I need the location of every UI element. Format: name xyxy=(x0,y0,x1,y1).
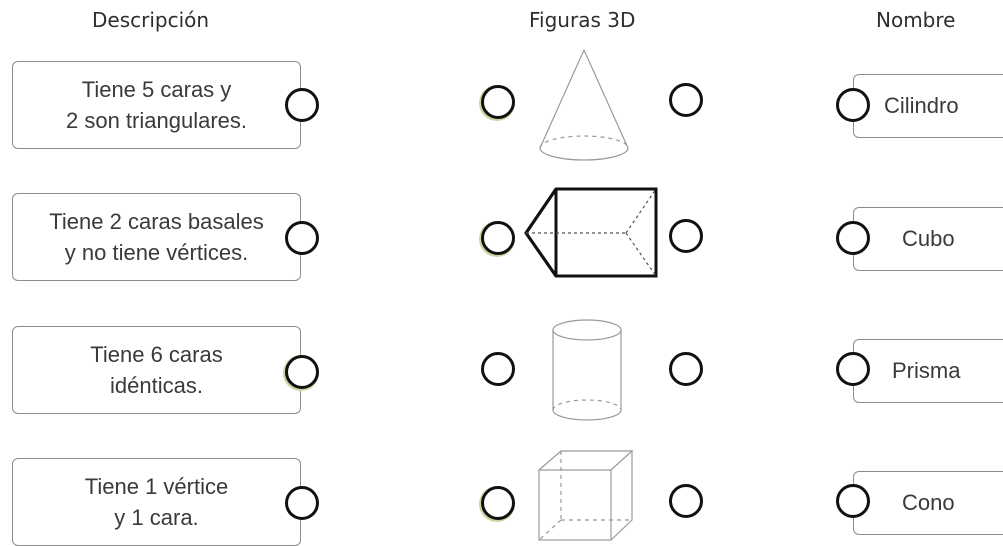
name-label-3: Prisma xyxy=(892,358,961,383)
description-card-2: Tiene 2 caras basales y no tiene vértice… xyxy=(12,193,301,281)
description-card-4: Tiene 1 vértice y 1 cara. xyxy=(12,458,301,546)
figure-1-left-connector[interactable] xyxy=(481,85,515,119)
name-card-1: Cilindro xyxy=(853,74,1003,138)
name-card-3: Prisma xyxy=(853,339,1003,403)
header-figures: Figuras 3D xyxy=(529,8,636,32)
figure-4-right-connector[interactable] xyxy=(669,484,703,518)
cylinder-icon[interactable] xyxy=(547,318,631,428)
figure-2-right-connector[interactable] xyxy=(669,219,703,253)
figure-3-right-connector[interactable] xyxy=(669,352,703,386)
description-3-connector[interactable] xyxy=(285,355,319,389)
description-1-connector[interactable] xyxy=(285,88,319,122)
name-2-connector[interactable] xyxy=(836,221,870,255)
header-name: Nombre xyxy=(876,8,956,32)
name-3-connector[interactable] xyxy=(836,352,870,386)
name-4-connector[interactable] xyxy=(836,484,870,518)
header-description: Descripción xyxy=(92,8,210,32)
description-4-connector[interactable] xyxy=(285,486,319,520)
triangular-prism-icon[interactable] xyxy=(520,186,665,282)
figure-2-left-connector[interactable] xyxy=(481,221,515,255)
name-label-4: Cono xyxy=(902,490,955,515)
description-2-connector[interactable] xyxy=(285,221,319,255)
description-card-1: Tiene 5 caras y 2 son triangulares. xyxy=(12,61,301,149)
figure-3-left-connector[interactable] xyxy=(481,352,515,386)
figure-4-left-connector[interactable] xyxy=(481,486,515,520)
cone-icon[interactable] xyxy=(530,48,640,168)
name-card-2: Cubo xyxy=(853,207,1003,271)
name-card-4: Cono xyxy=(853,471,1003,535)
figure-1-right-connector[interactable] xyxy=(669,83,703,117)
name-label-1: Cilindro xyxy=(884,93,959,118)
description-card-3: Tiene 6 caras idénticas. xyxy=(12,326,301,414)
name-label-2: Cubo xyxy=(902,226,955,251)
cube-icon[interactable] xyxy=(535,448,635,542)
name-1-connector[interactable] xyxy=(836,88,870,122)
